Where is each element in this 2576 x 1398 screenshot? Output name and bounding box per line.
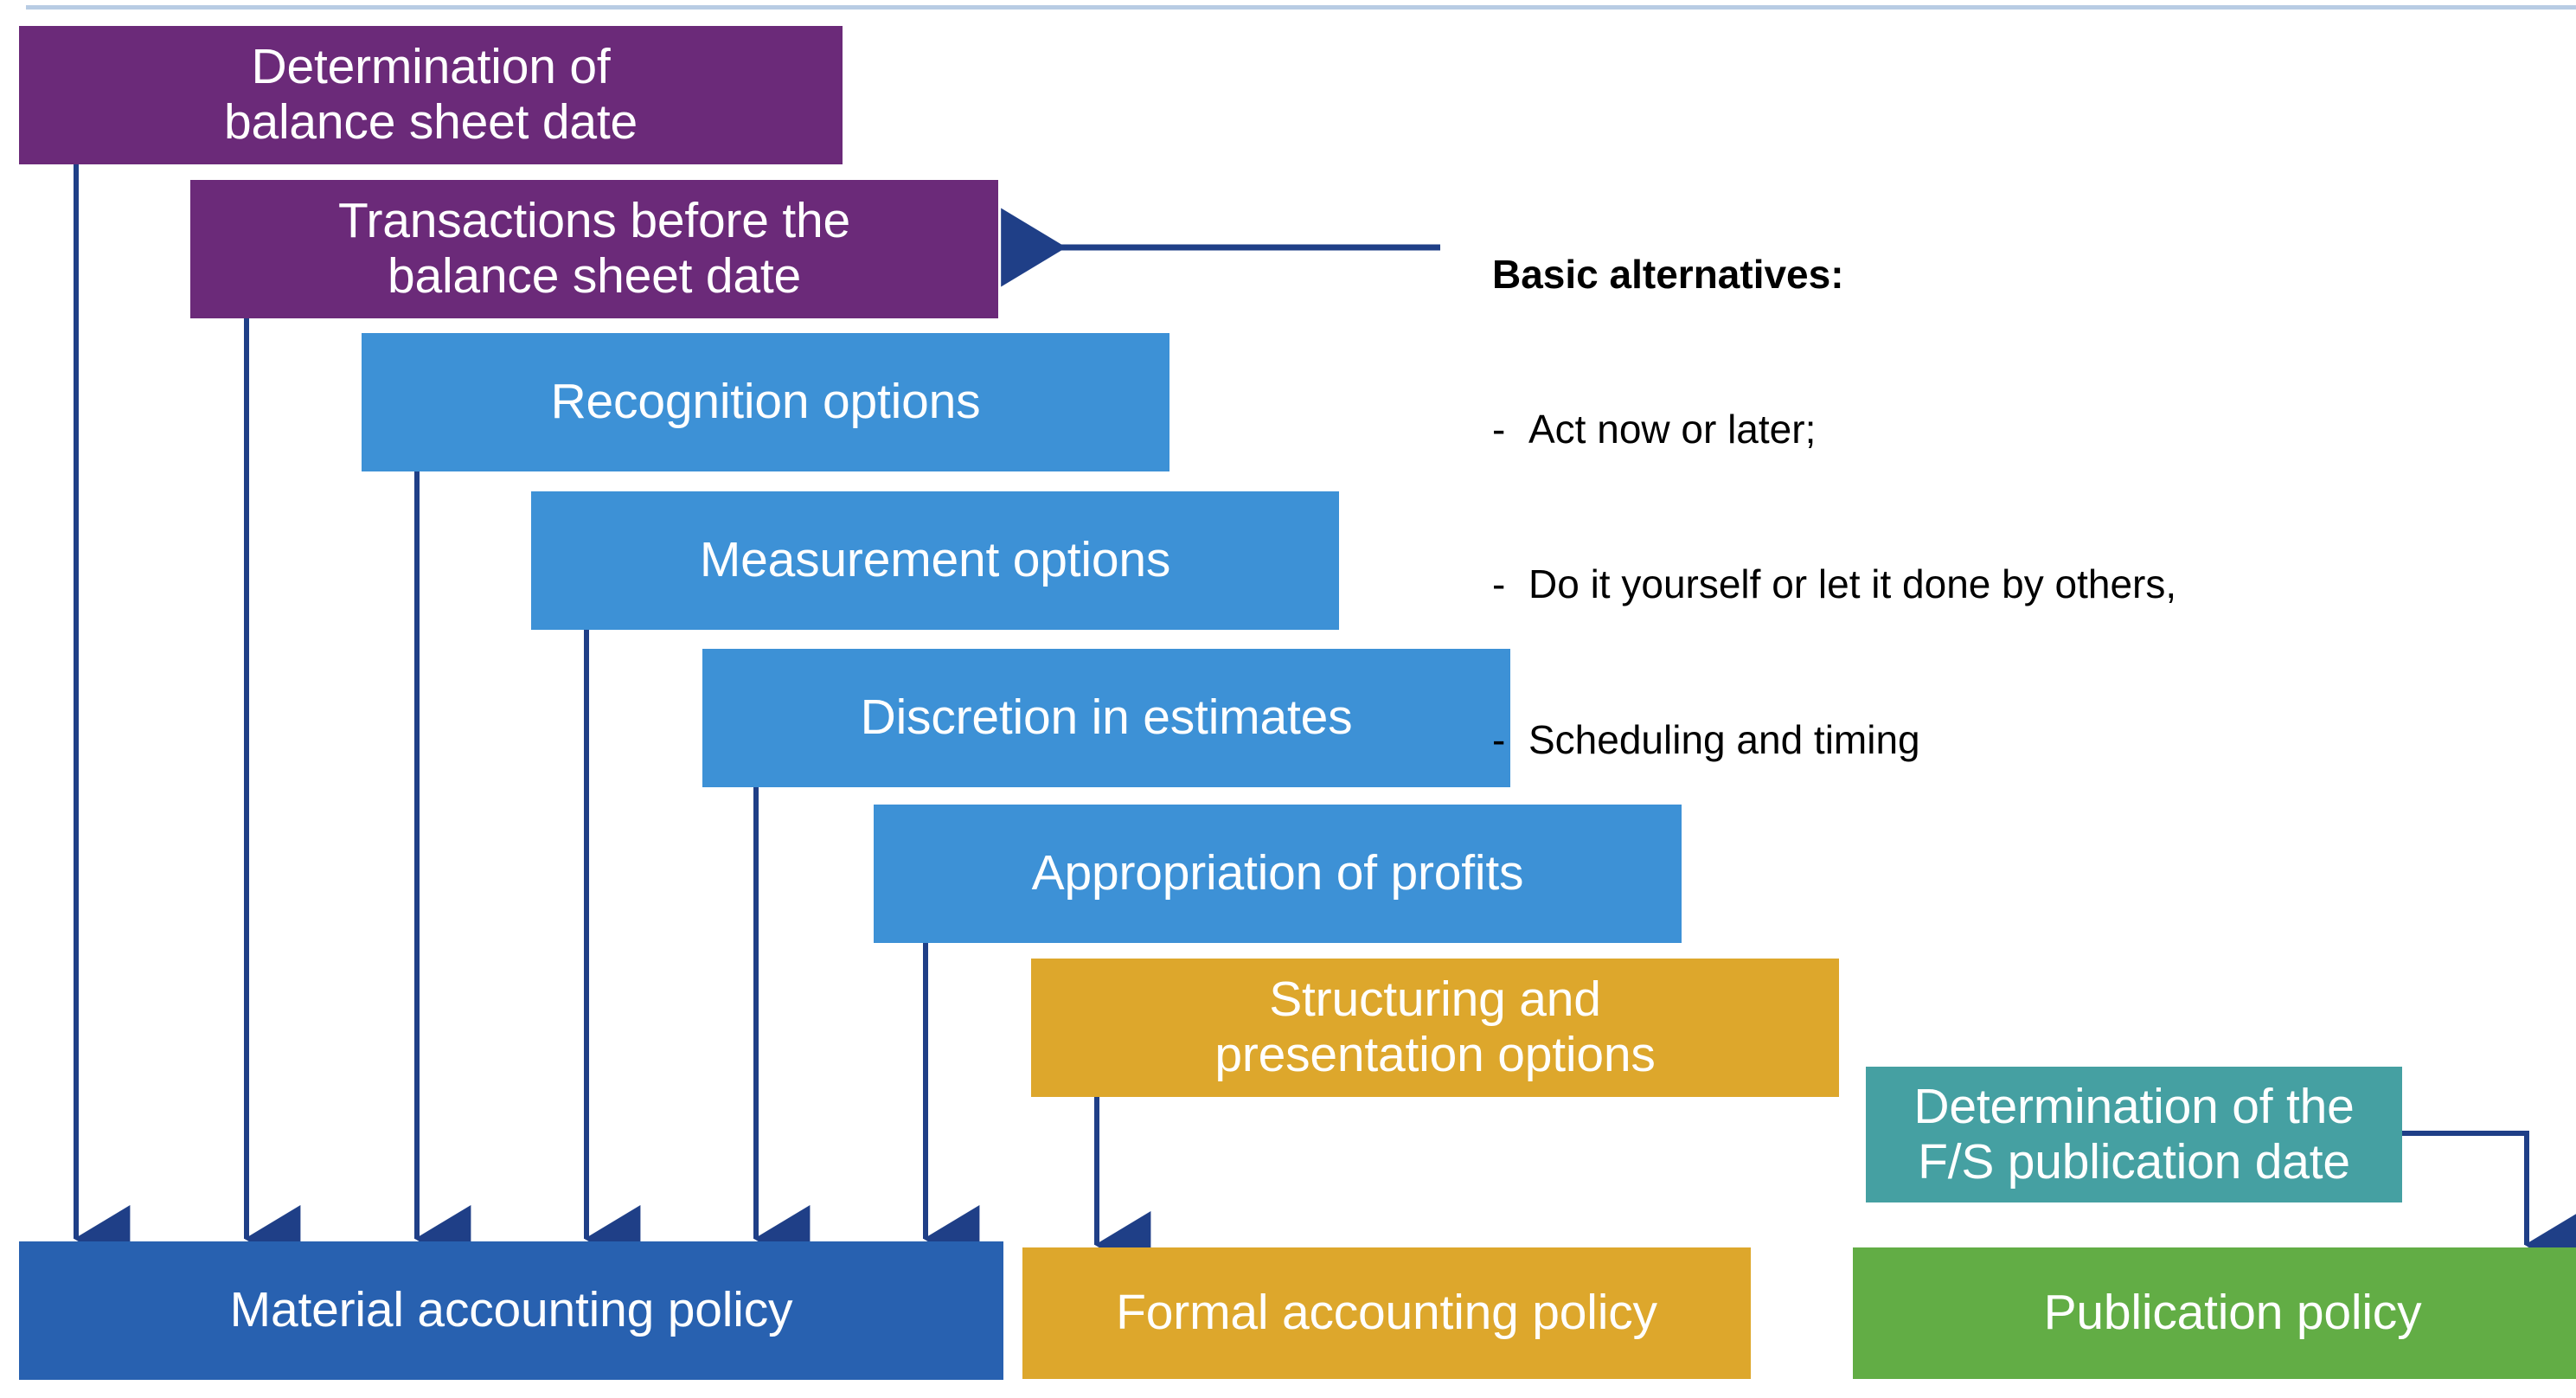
node-label: Structuring and presentation options	[1214, 972, 1656, 1082]
basic-alternatives-bullet-1: -Act now or later;	[1492, 404, 2176, 456]
top-divider-rule	[26, 5, 2576, 10]
bullet-text-2: Do it yourself or let it done by others,	[1528, 561, 2177, 607]
node-appropriation-of-profits[interactable]: Appropriation of profits	[874, 805, 1682, 943]
node-label: Determination of balance sheet date	[223, 39, 638, 150]
basic-alternatives-bullet-2: -Do it yourself or let it done by others…	[1492, 559, 2176, 611]
bullet-text-3: Scheduling and timing	[1528, 716, 1920, 762]
node-label: Recognition options	[550, 374, 981, 430]
bullet-dash-2: -	[1492, 561, 1506, 607]
node-formal-accounting-policy[interactable]: Formal accounting policy	[1022, 1247, 1751, 1379]
node-label: Appropriation of profits	[1031, 845, 1524, 901]
bullet-dash-1: -	[1492, 406, 1506, 452]
node-determination-fs-publication-date[interactable]: Determination of the F/S publication dat…	[1866, 1067, 2402, 1202]
node-label: Material accounting policy	[229, 1282, 793, 1338]
basic-alternatives-bullet-3: -Scheduling and timing	[1492, 715, 2176, 766]
node-publication-policy[interactable]: Publication policy	[1853, 1247, 2576, 1379]
node-structuring-presentation-options[interactable]: Structuring and presentation options	[1031, 959, 1839, 1097]
node-material-accounting-policy[interactable]: Material accounting policy	[19, 1241, 1003, 1380]
basic-alternatives-heading: Basic alternatives:	[1492, 251, 1844, 297]
node-label: Determination of the F/S publication dat…	[1913, 1078, 2355, 1190]
node-discretion-in-estimates[interactable]: Discretion in estimates	[702, 649, 1510, 787]
node-label: Measurement options	[699, 532, 1171, 588]
node-label: Publication policy	[2043, 1285, 2422, 1341]
node-recognition-options[interactable]: Recognition options	[362, 333, 1169, 471]
node-transactions-before-balance-sheet-date[interactable]: Transactions before the balance sheet da…	[190, 180, 998, 318]
node-label: Transactions before the balance sheet da…	[337, 193, 851, 304]
basic-alternatives-note: Basic alternatives: -Act now or later; -…	[1492, 145, 2176, 869]
connector-fs-publication-date-to-publication-policy	[2402, 1131, 2576, 1279]
bullet-text-1: Act now or later;	[1528, 406, 1817, 452]
node-measurement-options[interactable]: Measurement options	[531, 491, 1339, 630]
bullet-dash-3: -	[1492, 716, 1506, 762]
node-label: Formal accounting policy	[1116, 1285, 1657, 1341]
elbow-connector	[2402, 1131, 2576, 1279]
node-label: Discretion in estimates	[860, 689, 1353, 746]
node-determination-balance-sheet-date[interactable]: Determination of balance sheet date	[19, 26, 843, 164]
